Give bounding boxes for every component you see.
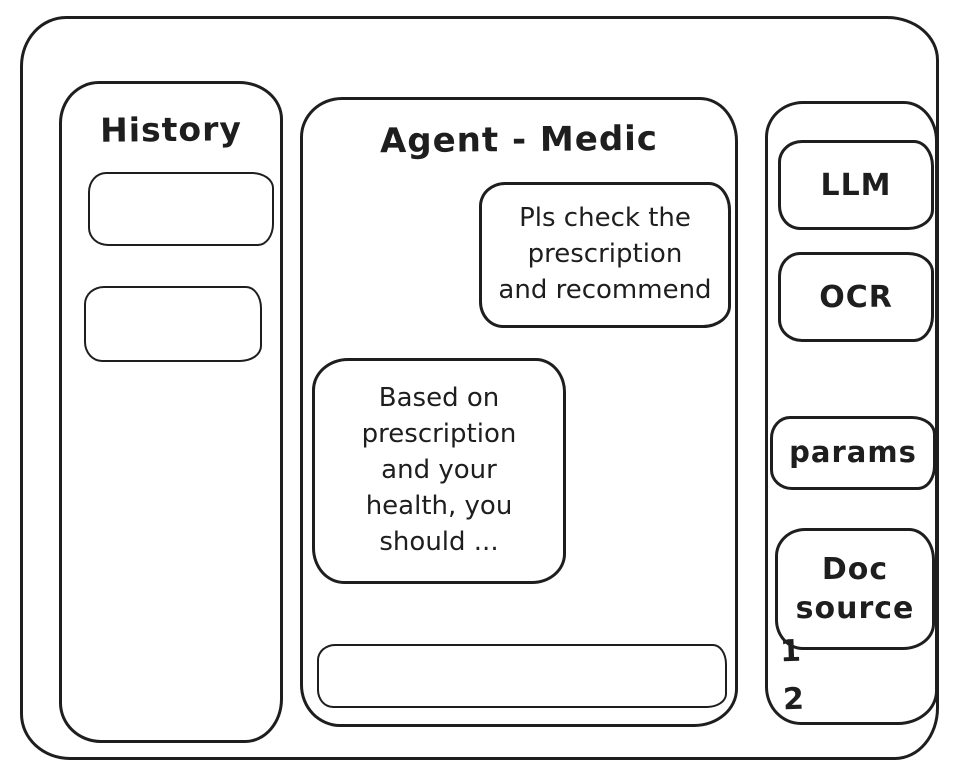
history-item[interactable] — [84, 286, 262, 362]
history-panel: History — [59, 81, 283, 743]
page-title: Agent - Medic — [379, 118, 659, 162]
chat-input[interactable] — [317, 644, 727, 708]
history-item[interactable] — [88, 172, 274, 246]
app-window-frame: History Agent - Medic Pls check the pres… — [20, 16, 939, 760]
doc-source-item-1[interactable]: 1 — [779, 633, 802, 670]
llm-button[interactable]: LLM — [778, 140, 934, 230]
message-bubble-user: Pls check the prescription and recommend — [479, 182, 731, 328]
ocr-button[interactable]: OCR — [778, 252, 934, 342]
params-button[interactable]: params — [770, 416, 936, 490]
history-title: History — [99, 109, 243, 150]
tools-panel: LLM OCR params Doc source 1 2 — [765, 101, 938, 725]
doc-source-item-2[interactable]: 2 — [782, 681, 805, 718]
chat-panel: Agent - Medic Pls check the prescription… — [300, 97, 738, 727]
message-bubble-assistant: Based on prescription and your health, y… — [312, 358, 566, 584]
doc-source-button[interactable]: Doc source — [775, 528, 935, 650]
